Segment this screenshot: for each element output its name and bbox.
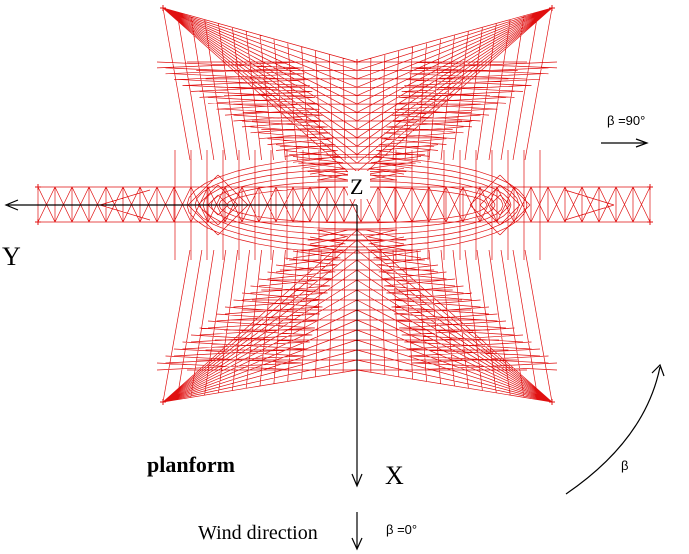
beta-rotation-arrowhead [651,363,665,377]
axis-y-label: Y [2,242,21,271]
wind-direction-arrowhead [351,537,363,551]
beta-label: β [621,458,628,473]
node-marker [160,399,166,405]
coordinate-axes [4,138,665,551]
z-label-bg [348,171,370,199]
node-marker [35,184,41,190]
node-marker [647,219,653,225]
axis-z-label: Z [350,174,363,199]
x-axis-arrowhead [351,473,363,488]
beta-rotation-arc [565,366,661,495]
y-axis-arrowhead [4,199,19,211]
node-marker [35,219,41,225]
wind-direction-label: Wind direction [198,522,318,544]
planform-label: planform [147,452,235,477]
axis-x-label: X [385,461,404,490]
node-marker [647,184,653,190]
beta-0-label: β =0° [386,522,417,537]
node-marker [354,59,360,65]
beta-90-label: β =90° [607,113,645,128]
node-marker [160,5,166,11]
beta-90-arrowhead [635,138,649,148]
node-marker [549,399,555,405]
lattice-structure [35,5,653,405]
node-marker [549,5,555,11]
